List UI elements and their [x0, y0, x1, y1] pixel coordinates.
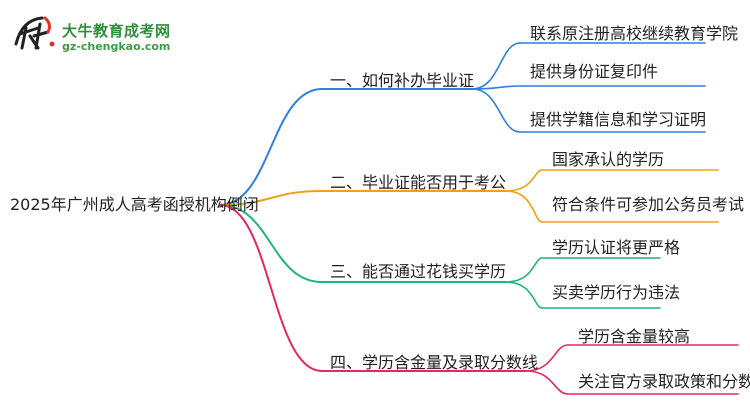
leaf-node-1-1: 联系原注册高校继续教育学院 [530, 24, 739, 43]
leaf-connector-2-1 [505, 169, 543, 192]
leaf-connector-1-3 [471, 88, 521, 133]
branch-node-2: 二、毕业证能否用于考公 [330, 173, 507, 192]
logo-mark-icon [14, 16, 55, 50]
leaf-node-2-1: 国家承认的学历 [552, 150, 665, 169]
leaf-connector-4-2 [525, 370, 569, 395]
leaf-node-3-1: 学历认证将更严格 [552, 238, 681, 257]
logo-title: 大牛教育成考网 [62, 22, 171, 40]
leaf-node-3-2: 买卖学历行为违法 [552, 283, 681, 302]
leaf-node-4-1: 学历含金量较高 [578, 327, 691, 346]
logo-url: gz-chengkao.com [62, 40, 171, 53]
leaf-connector-3-2 [505, 281, 543, 309]
branch-connector-3 [219, 204, 323, 283]
branch-node-1: 一、如何补办毕业证 [330, 71, 475, 90]
branch-node-4: 四、学历含金量及录取分数线 [330, 353, 539, 372]
branch-node-3: 三、能否通过花钱买学历 [330, 262, 507, 281]
branch-connector-4 [219, 204, 323, 372]
leaf-connector-3-1 [505, 257, 543, 283]
leaf-node-2-2: 符合条件可参加公务员考试 [552, 195, 745, 214]
branch-connector-2 [219, 190, 323, 206]
leaf-connector-2-2 [505, 190, 543, 223]
leaf-connector-1-1 [471, 42, 521, 90]
leaf-node-1-3: 提供学籍信息和学习证明 [530, 110, 707, 129]
branch-connector-1 [219, 88, 323, 206]
site-logo: 大牛教育成考网 gz-chengkao.com [12, 14, 212, 54]
leaf-node-1-2: 提供身份证复印件 [530, 62, 659, 81]
root-node: 2025年广州成人高考函授机构倒闭 [10, 195, 259, 214]
leaf-node-4-2: 关注官方录取政策和分数线 [578, 372, 750, 391]
leaf-connector-1-2 [471, 85, 521, 90]
leaf-connector-4-1 [525, 344, 569, 372]
